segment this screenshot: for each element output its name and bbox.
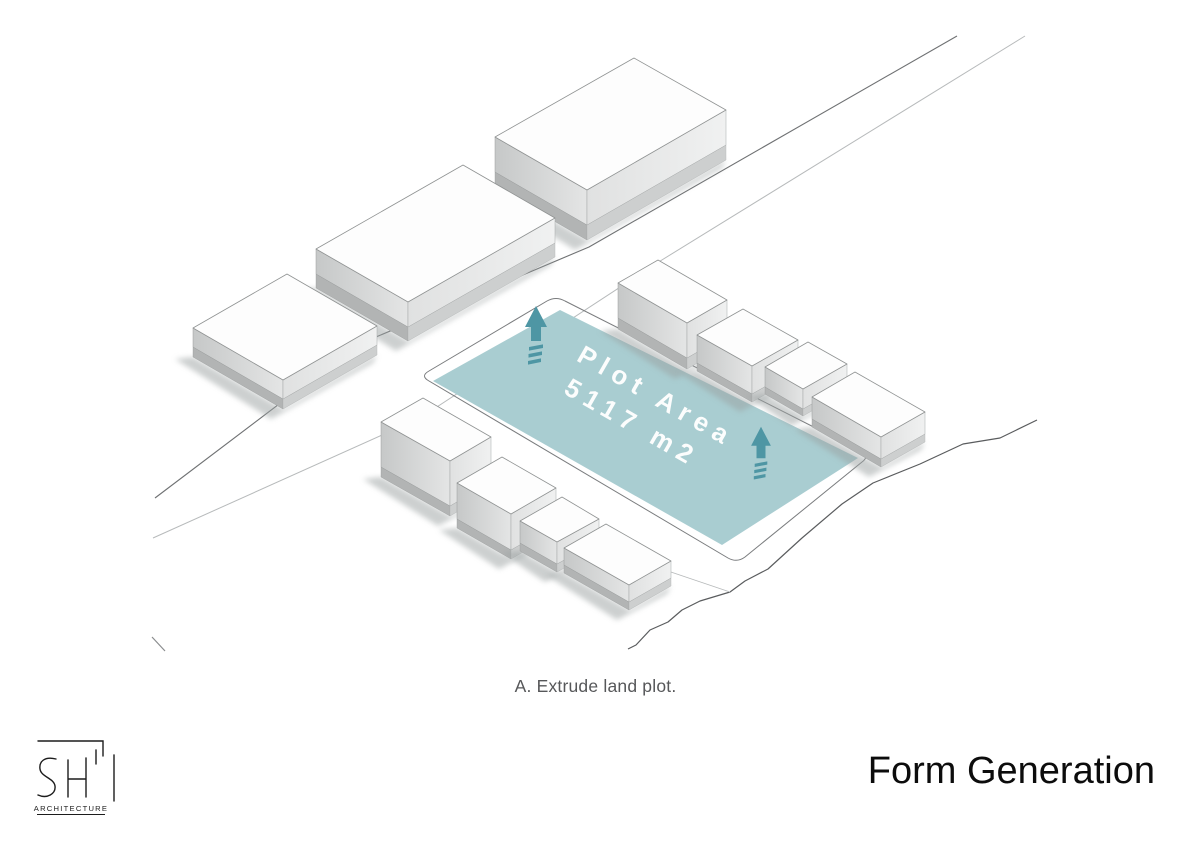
logo-subtitle: ARCHITECTURE xyxy=(34,804,109,813)
site-diagram: Plot Area 5117 m2 xyxy=(151,35,1038,652)
extrude-arrow-icon xyxy=(525,306,547,365)
building-block-e-4 xyxy=(794,371,926,477)
page-title: Form Generation xyxy=(867,750,1155,792)
extrude-arrow-icon xyxy=(751,426,771,480)
logo-mark: ARCHITECTURE xyxy=(34,740,115,815)
plot-area xyxy=(433,310,858,545)
logo-letter-s xyxy=(37,757,57,798)
step-caption: A. Extrude land plot. xyxy=(514,676,677,696)
logo-letter-h xyxy=(67,757,87,798)
site-boundary-line xyxy=(627,419,1038,650)
building-block-nw-1 xyxy=(175,273,378,419)
logo-frame xyxy=(37,740,104,757)
building-block-sw-4 xyxy=(546,523,672,620)
boundary-tick xyxy=(151,636,166,652)
